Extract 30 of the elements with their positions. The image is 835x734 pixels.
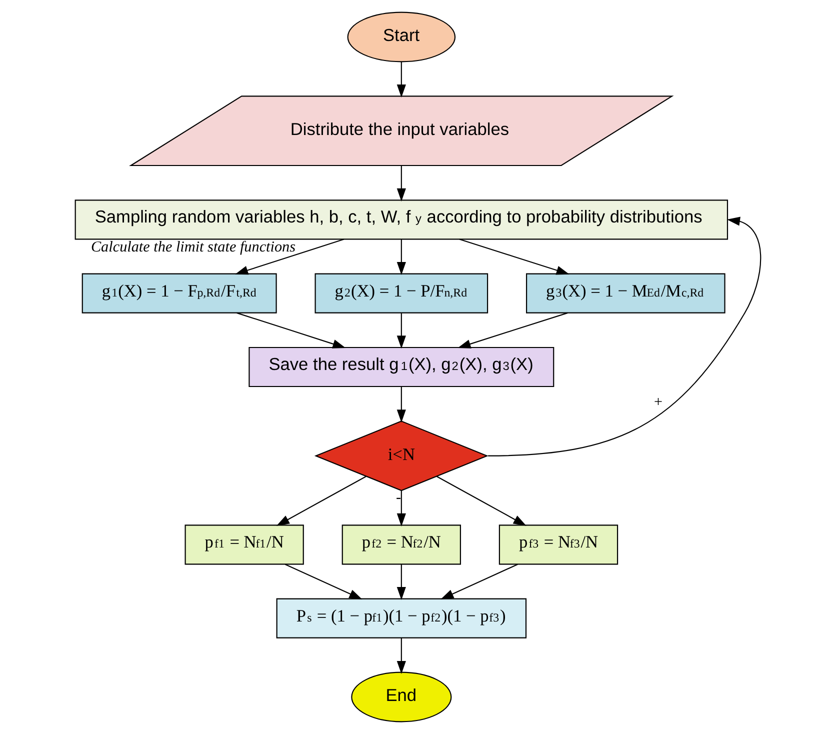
node-box: pf2 = Nf2/N	[341, 524, 460, 565]
node-box: pf1 = Nf1/N	[184, 524, 304, 565]
edge-label: Calculate the limit state functions	[90, 238, 296, 256]
arrow	[396, 386, 406, 423]
arrow	[234, 238, 344, 275]
node-box: g1(X) = 1 − Fp,Rd/Ft,Rd	[81, 273, 276, 314]
arrow	[440, 564, 518, 600]
arrow	[396, 564, 406, 600]
arrow	[396, 490, 406, 526]
edge-label: -	[395, 489, 401, 506]
arrow	[436, 476, 526, 526]
arrow	[396, 166, 406, 202]
arrow	[276, 476, 366, 526]
arrow	[396, 62, 406, 98]
edge-label: +	[652, 393, 663, 410]
arrow	[284, 564, 362, 600]
node-ellipse: Start	[346, 12, 456, 62]
arrow	[396, 638, 406, 674]
node-box: g3(X) = 1 − MEd/Mc,Rd	[525, 273, 725, 314]
node-ellipse: End	[350, 672, 452, 722]
arrow	[488, 216, 761, 456]
node-box: pf3 = Nf3/N	[498, 524, 618, 565]
node-box: g2(X) = 1 − P/Fn,Rd	[314, 273, 488, 314]
arrow	[457, 312, 568, 348]
node-diamond: i<N	[314, 420, 488, 492]
arrow	[236, 312, 346, 348]
node-box: Ps = (1 − pf1)(1 − pf2)(1 − pf3)	[276, 598, 526, 638]
arrow	[458, 238, 569, 275]
arrow	[396, 313, 406, 349]
arrow	[396, 240, 406, 275]
